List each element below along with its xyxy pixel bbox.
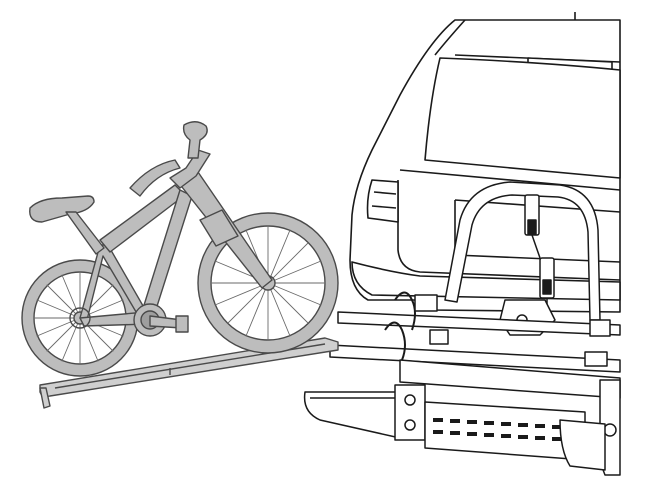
bike-pedal: [175, 315, 189, 333]
car-rear-window: [424, 57, 621, 179]
car-tailgate: [397, 169, 621, 281]
wheel-rail-middle: [329, 344, 621, 373]
carrier-light-left: [303, 391, 411, 439]
bike-carrier: [303, 181, 621, 476]
plate-slots: [433, 418, 562, 441]
car-tail-light: [366, 179, 399, 223]
bike-stem: [169, 149, 211, 189]
wheel-rail-upper: [337, 311, 621, 336]
carrier-light-right: [559, 419, 606, 471]
wheel-strap: [384, 291, 416, 361]
bike-seat: [29, 195, 95, 223]
bike-rear-hub: [69, 307, 91, 329]
bike-crankset: [133, 303, 189, 337]
bicycle: [21, 121, 339, 377]
bike-seatpost: [65, 211, 105, 255]
ramp-end-hook: [39, 387, 51, 409]
bike-handlebar: [182, 121, 208, 159]
car-rear: [349, 12, 621, 313]
